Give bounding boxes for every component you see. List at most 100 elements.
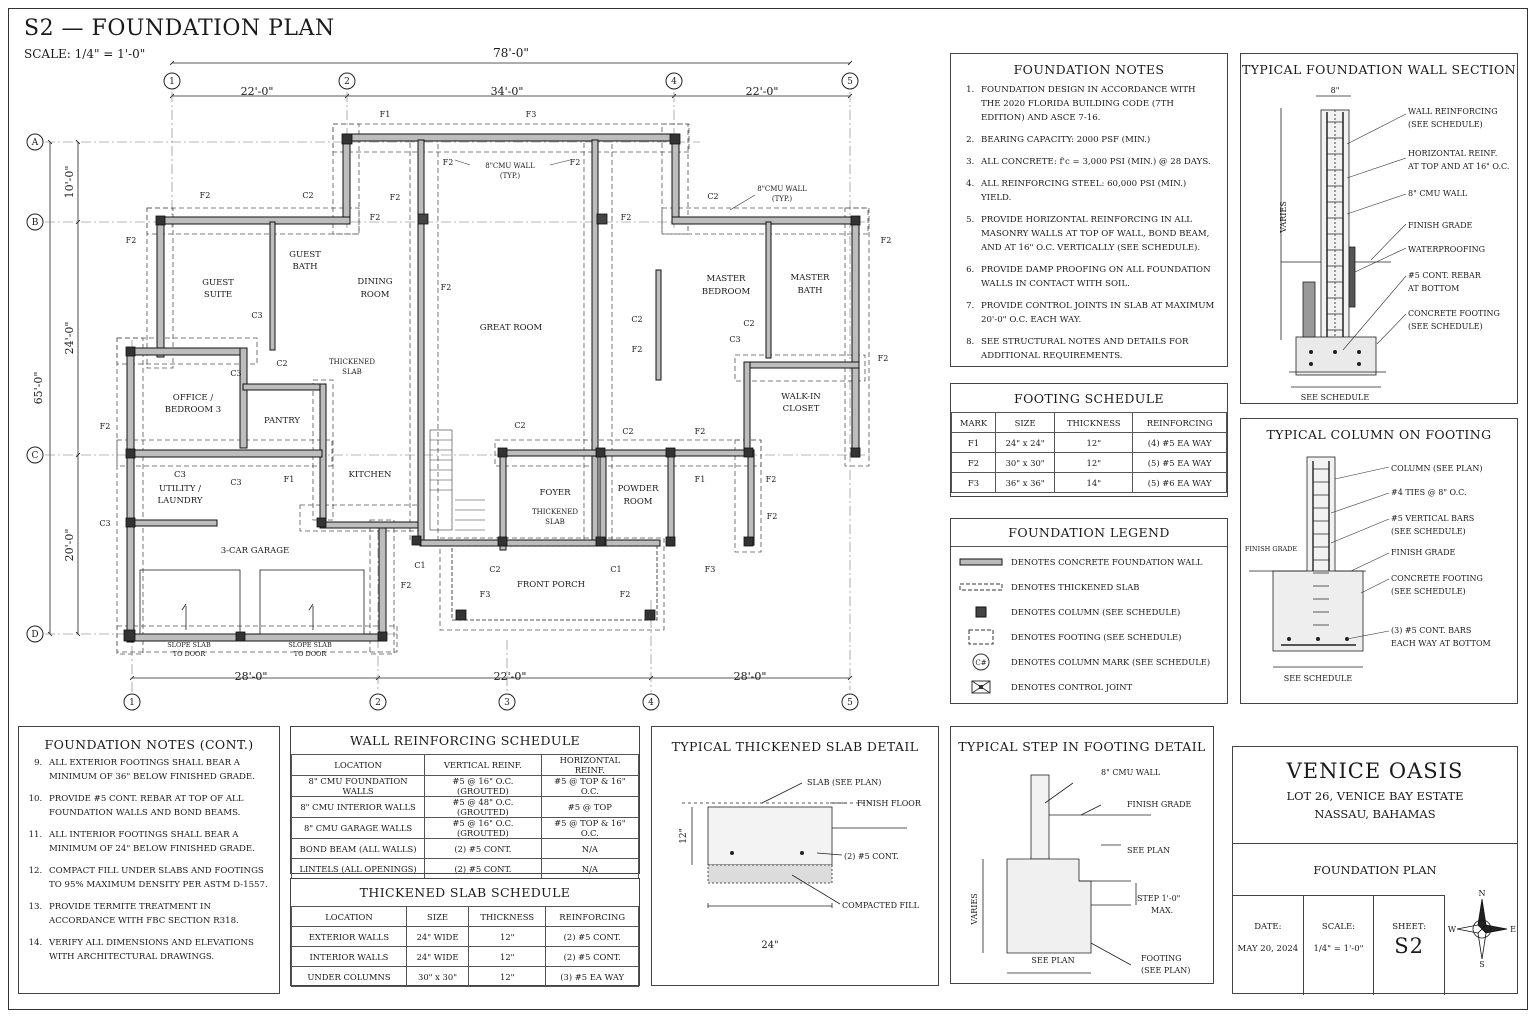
sp-label-grade: FINISH GRADE <box>1127 800 1191 809</box>
footing-mark: C2 <box>622 427 633 436</box>
footing-mark: F1 <box>380 110 391 119</box>
slab_sched-cell: UNDER COLUMNS <box>291 966 407 987</box>
foundation-notes-list: FOUNDATION DESIGN IN ACCORDANCE WITH THE… <box>951 83 1227 363</box>
legend-label-wall: DENOTES CONCRETE FOUNDATION WALL <box>1011 556 1203 567</box>
footing-mark: C2 <box>276 359 287 368</box>
footing-mark: C2 <box>707 192 718 201</box>
column-footing-drawing: FINISH GRADE SEE SCHEDULE COLUMN (SEE PL… <box>1245 456 1491 683</box>
slab_sched-header: THICKNESS <box>468 906 547 927</box>
tb-lot: LOT 26, VENICE BAY ESTATE <box>1286 789 1464 803</box>
foundation-note-2: BEARING CAPACITY: 2000 PSF (MIN.) <box>977 133 1217 147</box>
footing-mark: C2 <box>302 191 313 200</box>
notes-cont-title: FOUNDATION NOTES (CONT.) <box>44 737 254 752</box>
overall-depth: 65'-0" <box>32 372 45 405</box>
sp-label-cmu: 8" CMU WALL <box>1101 768 1161 777</box>
foundation-note-cont-4: COMPACT FILL UNDER SLABS AND FOOTINGS TO… <box>45 864 269 892</box>
room-guest-bath-1: GUEST <box>289 250 321 260</box>
sd-label-fill: COMPACTED FILL <box>842 901 920 910</box>
grid-bottom-4: 4 <box>648 698 654 708</box>
slab_sched-header: LOCATION <box>291 906 407 927</box>
wall_section-label: 8" CMU WALL <box>1408 189 1468 198</box>
sp-label-step: STEP 1'-0" <box>1137 894 1180 903</box>
foundation-note-8: SEE STRUCTURAL NOTES AND DETAILS FOR ADD… <box>977 335 1217 363</box>
sd-dim-h: 12" <box>679 828 689 844</box>
room-guest-suite-2: SUITE <box>204 290 232 300</box>
foundation-note-cont-5: PROVIDE TERMITE TREATMENT IN ACCORDANCE … <box>45 900 269 928</box>
slab_sched-cell: 24" WIDE <box>405 926 470 947</box>
slab-detail-title: TYPICAL THICKENED SLAB DETAIL <box>671 739 919 754</box>
grid-row-a: A <box>31 138 39 148</box>
foundation-note-6: PROVIDE DAMP PROOFING ON ALL FOUNDATION … <box>977 263 1217 291</box>
room-office-2: BEDROOM 3 <box>165 405 221 415</box>
footing-mark: C1 <box>414 561 425 570</box>
wall_reinf-header: VERTICAL REINF. <box>424 754 542 776</box>
footing-mark: F2 <box>443 158 454 167</box>
step-detail-drawing: 8" CMU WALL FINISH GRADE SEE PLAN STEP 1… <box>970 768 1191 975</box>
slab_sched-cell: 12" <box>468 946 547 967</box>
footing-mark: C2 <box>514 421 525 430</box>
wall_reinf-cell: BOND BEAM (ALL WALLS) <box>290 838 426 859</box>
footing-mark: F3 <box>480 590 491 599</box>
footing_schedule-cell: F2 <box>951 452 996 473</box>
grid-bottom-2: 2 <box>375 698 381 708</box>
title-block: VENICE OASIS LOT 26, VENICE BAY ESTATE N… <box>1232 746 1518 995</box>
wall_reinf-cell: #5 @ TOP <box>540 796 640 818</box>
slab_sched-cell: 24" WIDE <box>405 946 470 967</box>
room-thickened-slab-1: THICKENED <box>329 358 375 366</box>
foundation-note-cont-2: PROVIDE #5 CONT. REBAR AT TOP OF ALL FOU… <box>45 792 269 820</box>
room-garage: 3-CAR GARAGE <box>221 546 290 556</box>
bottom-dim-3: 28'-0" <box>734 670 767 683</box>
room-master-bedroom-2: BEDROOM <box>702 287 751 297</box>
room-guest-suite-1: GUEST <box>202 278 234 288</box>
legend-row-column: DENOTES COLUMN (SEE SCHEDULE) <box>951 599 1227 624</box>
footing-mark: F2 <box>695 427 706 436</box>
wall_section-label: CONCRETE FOOTING <box>1408 309 1500 318</box>
wall_reinf-header: HORIZONTAL REINF. <box>540 754 640 776</box>
slab_sched-header: SIZE <box>405 906 470 927</box>
foundation-note-5: PROVIDE HORIZONTAL REINFORCING IN ALL MA… <box>977 213 1217 255</box>
slab-schedule-title: THICKENED SLAB SCHEDULE <box>359 885 571 900</box>
column_footing-label: (3) #5 CONT. BARS <box>1391 626 1471 635</box>
slab_sched-cell: 12" <box>468 926 547 947</box>
slab_sched-cell: INTERIOR WALLS <box>291 946 407 967</box>
footing-mark: F1 <box>695 475 706 484</box>
room-pantry: PANTRY <box>264 416 300 426</box>
legend-title: FOUNDATION LEGEND <box>951 525 1227 547</box>
legend-colmark-symbol: C# <box>972 653 990 670</box>
footing-mark: F3 <box>526 110 537 119</box>
room-master-bath-2: BATH <box>797 286 822 296</box>
compass-n: N <box>1479 889 1486 898</box>
column_footing-label: COLUMN (SEE PLAN) <box>1391 464 1482 473</box>
footing_schedule-cell: (4) #5 EA WAY <box>1132 432 1227 453</box>
footing-mark: F2 <box>401 581 412 590</box>
sd-label-finish-floor: FINISH FLOOR <box>857 799 922 808</box>
tb-date-cell: DATE: MAY 20, 2024 <box>1233 896 1304 995</box>
legend-joint-symbol <box>971 680 991 693</box>
footing-mark: C3 <box>729 335 740 344</box>
foundation-plan: 78'-0" 22'-0" 34'-0" 22'-0" 28'-0" 22'-0… <box>26 46 891 711</box>
footing-schedule-title: FOOTING SCHEDULE <box>1014 391 1164 406</box>
grid-top-5: 5 <box>847 77 853 87</box>
room-walk-in-1: WALK-IN <box>781 392 821 402</box>
wall_reinf-cell: #5 @ 16" O.C. (GROUTED) <box>424 775 542 797</box>
slab_sched-cell: (2) #5 CONT. <box>545 926 639 947</box>
slope-1a: SLOPE SLAB <box>167 641 211 649</box>
tb-scale-cell: SCALE: 1/4" = 1'-0" <box>1304 896 1375 995</box>
column-footing-panel: TYPICAL COLUMN ON FOOTING FINISH GRADE S… <box>1240 418 1518 704</box>
footing-mark: F2 <box>570 158 581 167</box>
footing-mark: F2 <box>620 590 631 599</box>
room-utility-1: UTILITY / <box>159 484 201 494</box>
left-dim-3: 20'-0" <box>63 529 76 562</box>
legend-row-joint: DENOTES CONTROL JOINT <box>951 674 1227 699</box>
tb-scale: 1/4" = 1'-0" <box>1313 944 1364 954</box>
grid-bottom-1: 1 <box>129 698 135 708</box>
sd-dim-w: 24" <box>761 940 778 951</box>
footing_schedule-cell: 12" <box>1054 452 1134 473</box>
legend-wall-symbol <box>959 558 1003 565</box>
wall_section-label: AT TOP AND AT 16" O.C. <box>1407 162 1509 171</box>
